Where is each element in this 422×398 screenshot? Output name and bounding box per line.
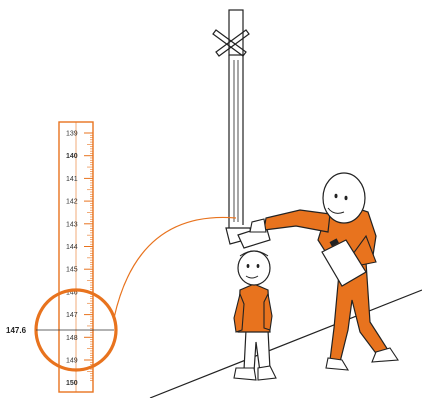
connector-curve xyxy=(114,217,236,318)
scale-label-143: 143 xyxy=(66,221,78,228)
x-top-icon xyxy=(213,10,249,56)
scale-label-139: 139 xyxy=(66,131,78,138)
scale-label-140: 140 xyxy=(66,153,78,160)
reading-value: 147.6 xyxy=(6,326,27,335)
stadiometer-pole xyxy=(213,10,270,248)
scale-label-149: 149 xyxy=(66,358,78,365)
scale-label-145: 145 xyxy=(66,267,78,274)
scale-label-142: 142 xyxy=(66,199,78,206)
scale-label-141: 141 xyxy=(66,176,78,183)
scale-label-148: 148 xyxy=(66,335,78,342)
adult-figure xyxy=(250,173,398,370)
scale-label-144: 144 xyxy=(66,244,78,251)
child-figure xyxy=(234,251,276,380)
scale-label-150: 150 xyxy=(66,380,78,387)
scale-label-147: 147 xyxy=(66,312,78,319)
